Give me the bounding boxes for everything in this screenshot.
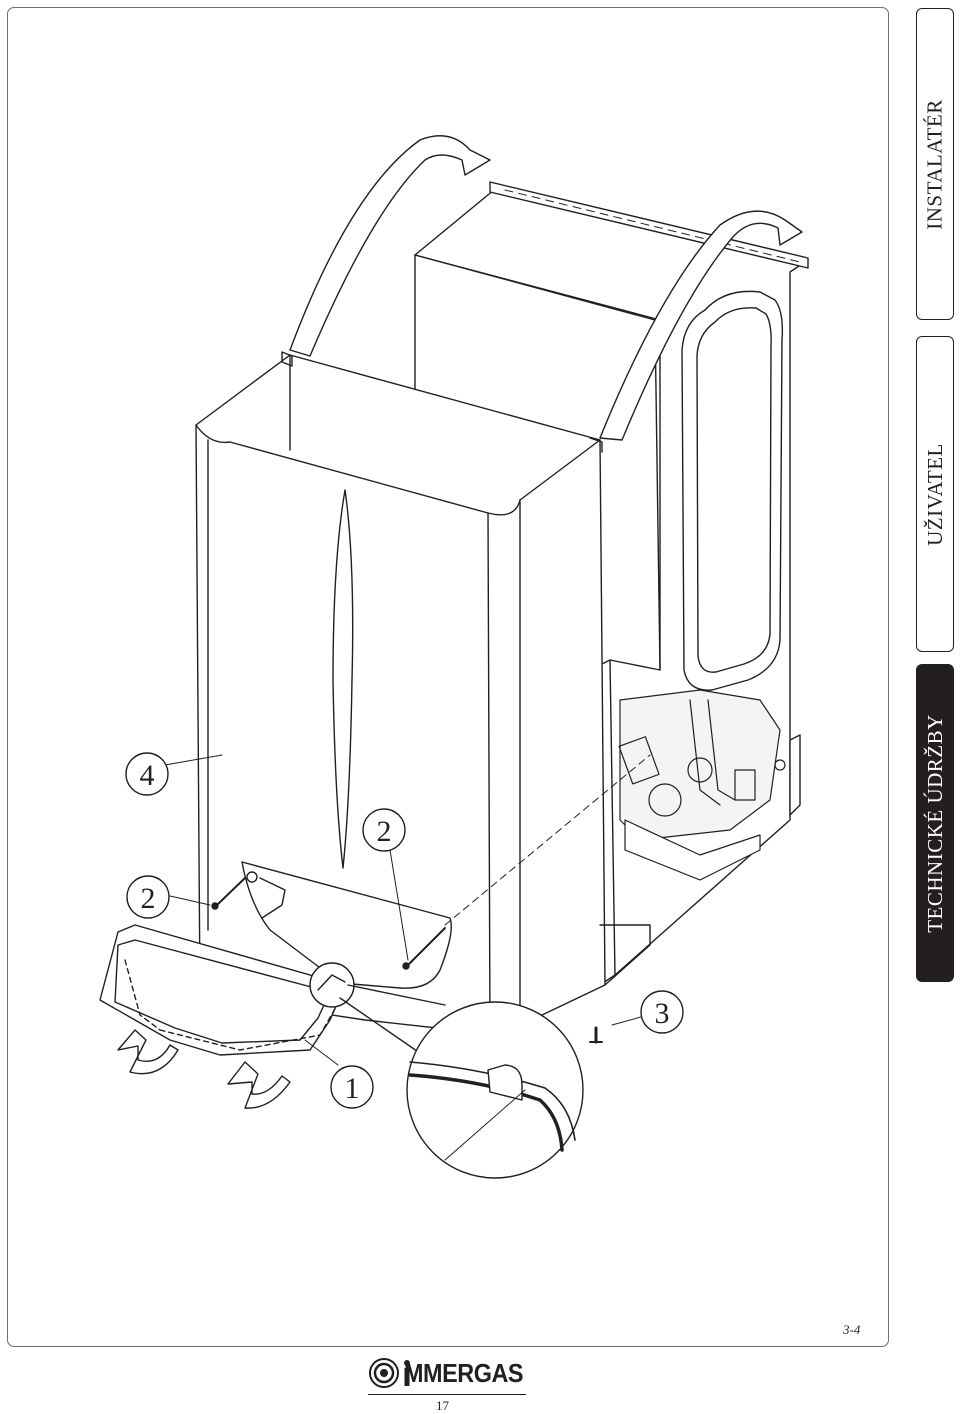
callout-2-right: 2 — [362, 808, 406, 852]
footer-rule — [368, 1394, 526, 1395]
brand-name: MMERGAS — [404, 1358, 524, 1388]
bottom-cover — [241, 861, 452, 989]
callout-4: 4 — [125, 752, 169, 796]
callout-2-left: 2 — [126, 875, 170, 919]
internal-components — [618, 689, 786, 881]
svg-text:3: 3 — [655, 997, 670, 1030]
removal-arrow-left — [117, 1029, 179, 1075]
lifting-arrow-left — [289, 135, 491, 357]
lifting-arrow-right — [599, 210, 803, 441]
svg-text:2: 2 — [141, 882, 156, 915]
tab-technicke-udrzby-label: TECHNICKÉ ÚDRŽBY — [922, 713, 947, 933]
tab-instalater-label: INSTALATÉR — [922, 98, 947, 230]
screws — [211, 877, 603, 1044]
page-number: 17 — [436, 1398, 449, 1413]
tab-uzivatel-label: UŽIVATEL — [922, 442, 947, 546]
svg-text:1: 1 — [345, 1072, 360, 1105]
page-frame — [7, 7, 889, 1347]
tab-uzivatel[interactable]: UŽIVATEL — [916, 336, 954, 652]
exploded-diagram-casing-removal: 4 2 2 3 1 — [99, 135, 809, 1179]
brand-logo-icon — [369, 1358, 410, 1388]
callout-3: 3 — [640, 990, 684, 1034]
alignment-dashed-line — [444, 754, 651, 926]
tab-instalater[interactable]: INSTALATÉR — [916, 8, 954, 320]
svg-text:2: 2 — [377, 815, 392, 848]
svg-text:4: 4 — [140, 759, 155, 792]
expansion-tank — [681, 290, 784, 691]
tab-technicke-udrzby[interactable]: TECHNICKÉ ÚDRŽBY — [916, 664, 954, 982]
bottom-frame — [99, 924, 346, 1056]
figure-label: 3-4 — [843, 1322, 861, 1337]
callout-1: 1 — [330, 1065, 374, 1109]
detail-magnifier — [309, 962, 584, 1179]
removal-arrow-right — [227, 1061, 291, 1109]
